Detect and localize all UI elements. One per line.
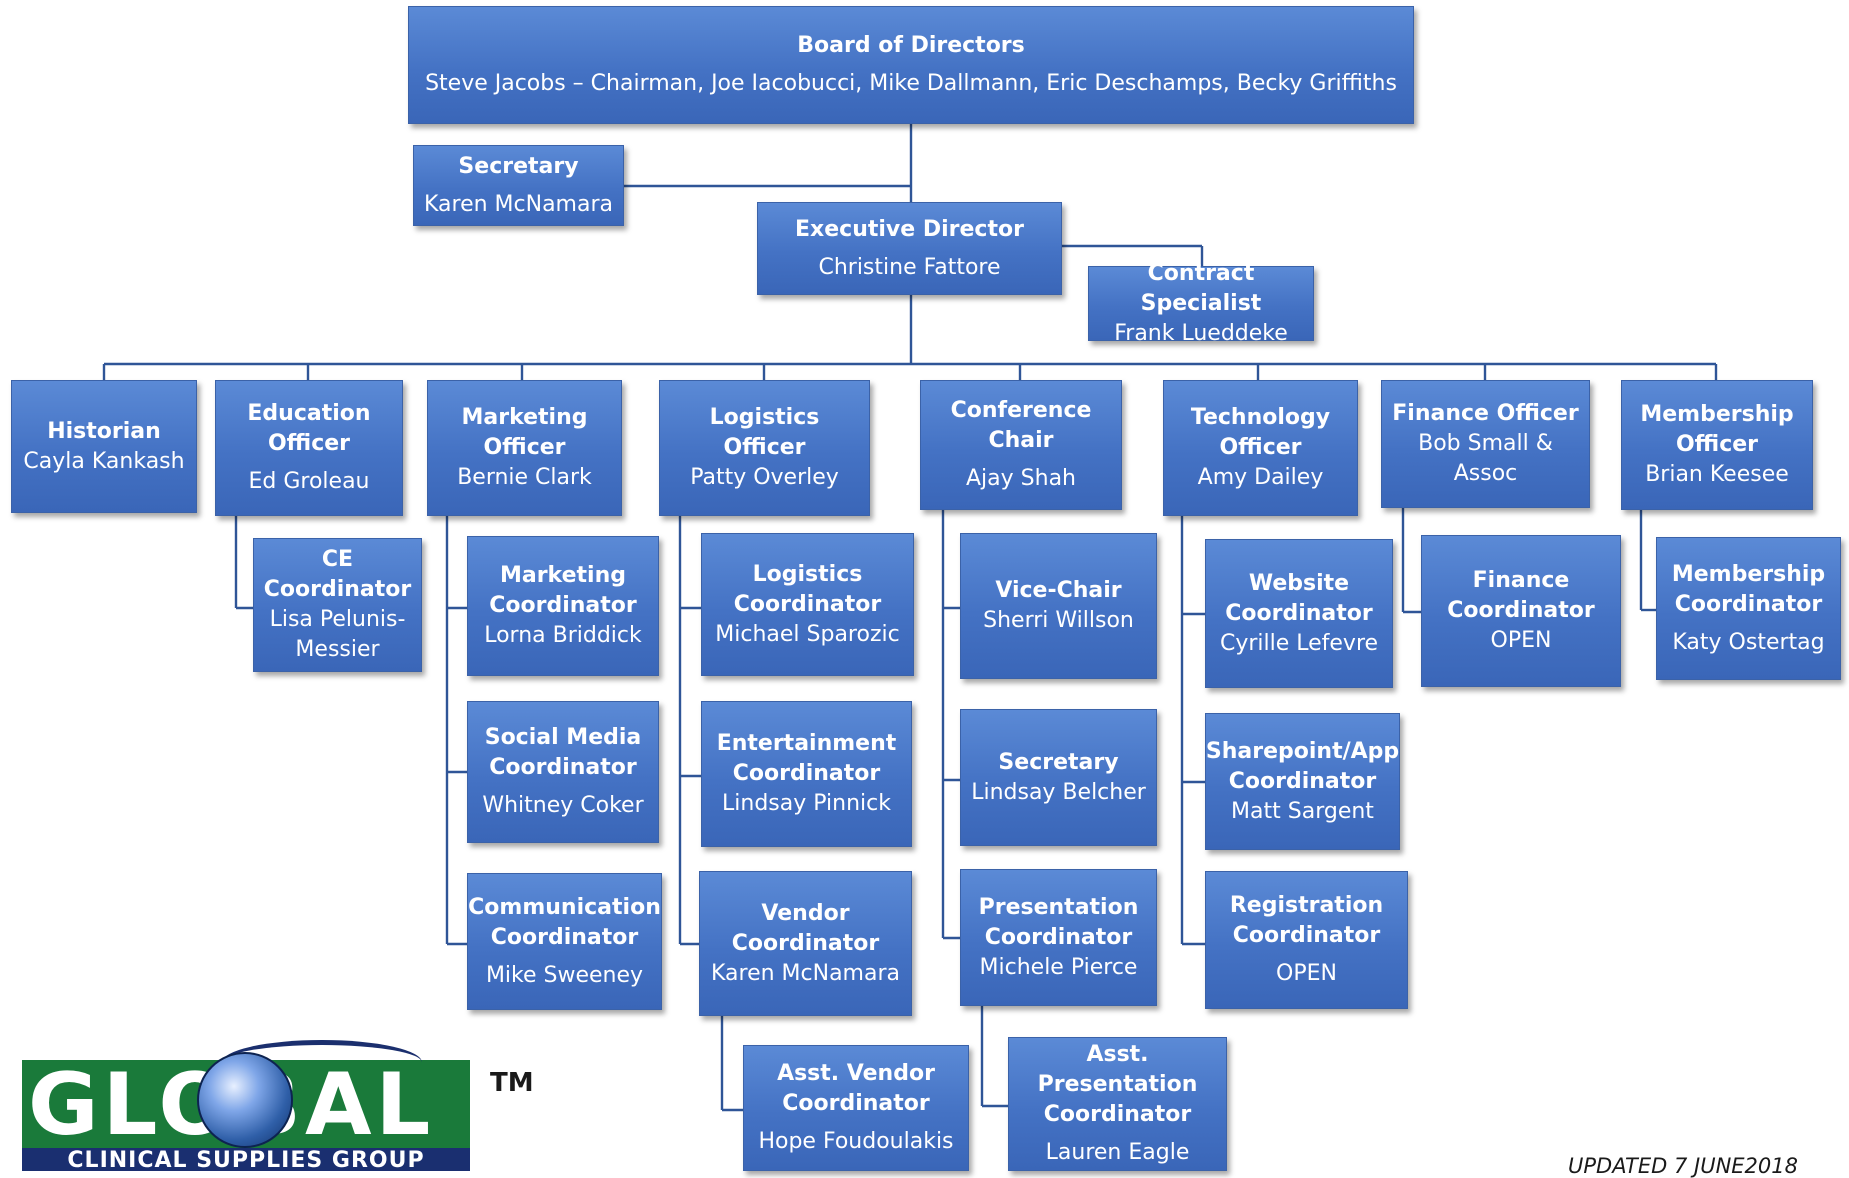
- communication-coordinator-title: Communication Coordinator: [468, 894, 661, 950]
- conference-chair-title: Conference Chair: [950, 398, 1092, 453]
- secretary-box: Secretary Karen McNamara: [413, 145, 624, 226]
- ce-coordinator-box: CE Coordinator Lisa Pelunis- Messier: [253, 538, 422, 672]
- membership-coordinator-title: Membership Coordinator: [1671, 561, 1826, 617]
- ce-coordinator-title: CE Coordinator: [263, 547, 412, 602]
- membership-officer-box: Membership Officer Brian Keesee: [1621, 380, 1813, 510]
- updated-note: UPDATED 7 JUNE2018: [1568, 1154, 1799, 1178]
- logistics-coordinator-name: Michael Sparozic: [715, 621, 900, 647]
- education-officer-box: Education Officer Ed Groleau: [215, 380, 403, 516]
- trademark-mark: TM: [490, 1068, 534, 1098]
- vice-chair-title: Vice-Chair: [995, 578, 1122, 603]
- board-title: Board of Directors: [797, 33, 1025, 58]
- vendor-coordinator-title: Vendor Coordinator: [731, 900, 880, 956]
- presentation-coordinator-name: Michele Pierce: [979, 954, 1138, 980]
- website-coordinator-name: Cyrille Lefevre: [1219, 630, 1379, 656]
- technology-officer-title: Technology Officer: [1190, 405, 1331, 460]
- asst-vendor-coordinator-box: Asst. Vendor Coordinator Hope Foudoulaki…: [743, 1045, 969, 1171]
- conference-chair-name: Ajay Shah: [966, 466, 1076, 491]
- logistics-officer-box: Logistics Officer Patty Overley: [659, 380, 870, 516]
- logistics-officer-name: Patty Overley: [690, 465, 839, 490]
- website-coordinator-title: Website Coordinator: [1225, 570, 1373, 626]
- executive-director-box: Executive Director Christine Fattore: [757, 202, 1062, 295]
- marketing-coordinator-title: Marketing Coordinator: [489, 563, 637, 618]
- sharepoint-coordinator-name: Matt Sargent: [1231, 798, 1374, 824]
- asst-presentation-coordinator-box: Asst. Presentation Coordinator Lauren Ea…: [1008, 1037, 1227, 1171]
- asst-presentation-coordinator-title: Asst. Presentation Coordinator: [1037, 1042, 1198, 1127]
- logistics-coordinator-box: Logistics Coordinator Michael Sparozic: [701, 533, 914, 676]
- contract-specialist-name: Frank Lueddeke: [1114, 320, 1288, 346]
- presentation-coordinator-box: Presentation Coordinator Michele Pierce: [960, 869, 1157, 1006]
- finance-coordinator-name: OPEN: [1490, 628, 1552, 653]
- globe-icon: [197, 1052, 293, 1148]
- contract-specialist-box: Contract Specialist Frank Lueddeke: [1088, 261, 1314, 346]
- vice-chair-name: Sherri Willson: [983, 608, 1134, 633]
- global-logo: GLOBAL CLINICAL SUPPLIES GROUP: [22, 1040, 470, 1171]
- marketing-coordinator-box: Marketing Coordinator Lorna Briddick: [467, 536, 659, 676]
- membership-officer-name: Brian Keesee: [1645, 462, 1789, 487]
- finance-officer-title: Finance Officer: [1392, 401, 1579, 426]
- conference-secretary-box: Secretary Lindsay Belcher: [960, 709, 1157, 846]
- logo-subtitle: CLINICAL SUPPLIES GROUP: [22, 1148, 470, 1171]
- asst-vendor-coordinator-name: Hope Foudoulakis: [758, 1129, 954, 1154]
- entertainment-coordinator-box: Entertainment Coordinator Lindsay Pinnic…: [701, 701, 912, 847]
- registration-coordinator-title: Registration Coordinator: [1229, 893, 1384, 948]
- technology-officer-box: Technology Officer Amy Dailey: [1163, 380, 1358, 516]
- secretary-title: Secretary: [458, 153, 579, 179]
- ce-coordinator-name: Lisa Pelunis- Messier: [269, 607, 406, 662]
- logo-swoosh-icon: [222, 1040, 422, 1085]
- membership-officer-title: Membership Officer: [1640, 402, 1794, 457]
- finance-officer-box: Finance Officer Bob Small & Assoc: [1381, 380, 1590, 508]
- secretary-name: Karen McNamara: [423, 191, 613, 217]
- membership-coordinator-box: Membership Coordinator Katy Ostertag: [1656, 537, 1841, 680]
- social-media-coordinator-title: Social Media Coordinator: [484, 725, 642, 780]
- historian-box: Historian Cayla Kankash: [11, 380, 197, 513]
- social-media-coordinator-name: Whitney Coker: [482, 793, 644, 818]
- website-coordinator-box: Website Coordinator Cyrille Lefevre: [1205, 539, 1393, 688]
- finance-coordinator-box: Finance Coordinator OPEN: [1421, 535, 1621, 687]
- conference-secretary-name: Lindsay Belcher: [971, 779, 1146, 805]
- registration-coordinator-box: Registration Coordinator OPEN: [1205, 871, 1408, 1009]
- marketing-coordinator-name: Lorna Briddick: [484, 623, 642, 648]
- board-members: Steve Jacobs – Chairman, Joe Iacobucci, …: [425, 71, 1397, 96]
- marketing-officer-title: Marketing Officer: [461, 405, 588, 460]
- executive-director-title: Executive Director: [795, 216, 1024, 242]
- conference-secretary-title: Secretary: [998, 749, 1119, 775]
- contract-specialist-title: Contract Specialist: [1140, 260, 1262, 316]
- logistics-coordinator-title: Logistics Coordinator: [733, 561, 882, 617]
- finance-coordinator-title: Finance Coordinator: [1447, 568, 1595, 623]
- entertainment-coordinator-name: Lindsay Pinnick: [722, 791, 891, 816]
- historian-name: Cayla Kankash: [23, 448, 185, 474]
- social-media-coordinator-box: Social Media Coordinator Whitney Coker: [467, 701, 659, 843]
- historian-title: Historian: [47, 418, 161, 444]
- presentation-coordinator-title: Presentation Coordinator: [978, 894, 1139, 950]
- technology-officer-name: Amy Dailey: [1197, 465, 1324, 490]
- education-officer-name: Ed Groleau: [248, 469, 370, 494]
- board-of-directors-box: Board of Directors Steve Jacobs – Chairm…: [408, 6, 1414, 124]
- entertainment-coordinator-title: Entertainment Coordinator: [716, 731, 897, 786]
- communication-coordinator-name: Mike Sweeney: [485, 962, 644, 988]
- communication-coordinator-box: Communication Coordinator Mike Sweeney: [467, 873, 662, 1010]
- marketing-officer-name: Bernie Clark: [457, 465, 592, 490]
- membership-coordinator-name: Katy Ostertag: [1672, 629, 1825, 655]
- conference-chair-box: Conference Chair Ajay Shah: [920, 380, 1122, 510]
- finance-officer-name: Bob Small & Assoc: [1418, 431, 1553, 486]
- registration-coordinator-name: OPEN: [1276, 961, 1337, 986]
- executive-director-name: Christine Fattore: [818, 254, 1001, 280]
- vendor-coordinator-box: Vendor Coordinator Karen McNamara: [699, 871, 912, 1016]
- vice-chair-box: Vice-Chair Sherri Willson: [960, 533, 1157, 679]
- sharepoint-coordinator-box: Sharepoint/App Coordinator Matt Sargent: [1205, 713, 1400, 850]
- sharepoint-coordinator-title: Sharepoint/App Coordinator: [1205, 738, 1400, 794]
- asst-vendor-coordinator-title: Asst. Vendor Coordinator: [777, 1061, 935, 1116]
- logistics-officer-title: Logistics Officer: [709, 405, 820, 460]
- asst-presentation-coordinator-name: Lauren Eagle: [1045, 1140, 1190, 1165]
- marketing-officer-box: Marketing Officer Bernie Clark: [427, 380, 622, 516]
- education-officer-title: Education Officer: [247, 401, 371, 456]
- vendor-coordinator-name: Karen McNamara: [710, 960, 900, 986]
